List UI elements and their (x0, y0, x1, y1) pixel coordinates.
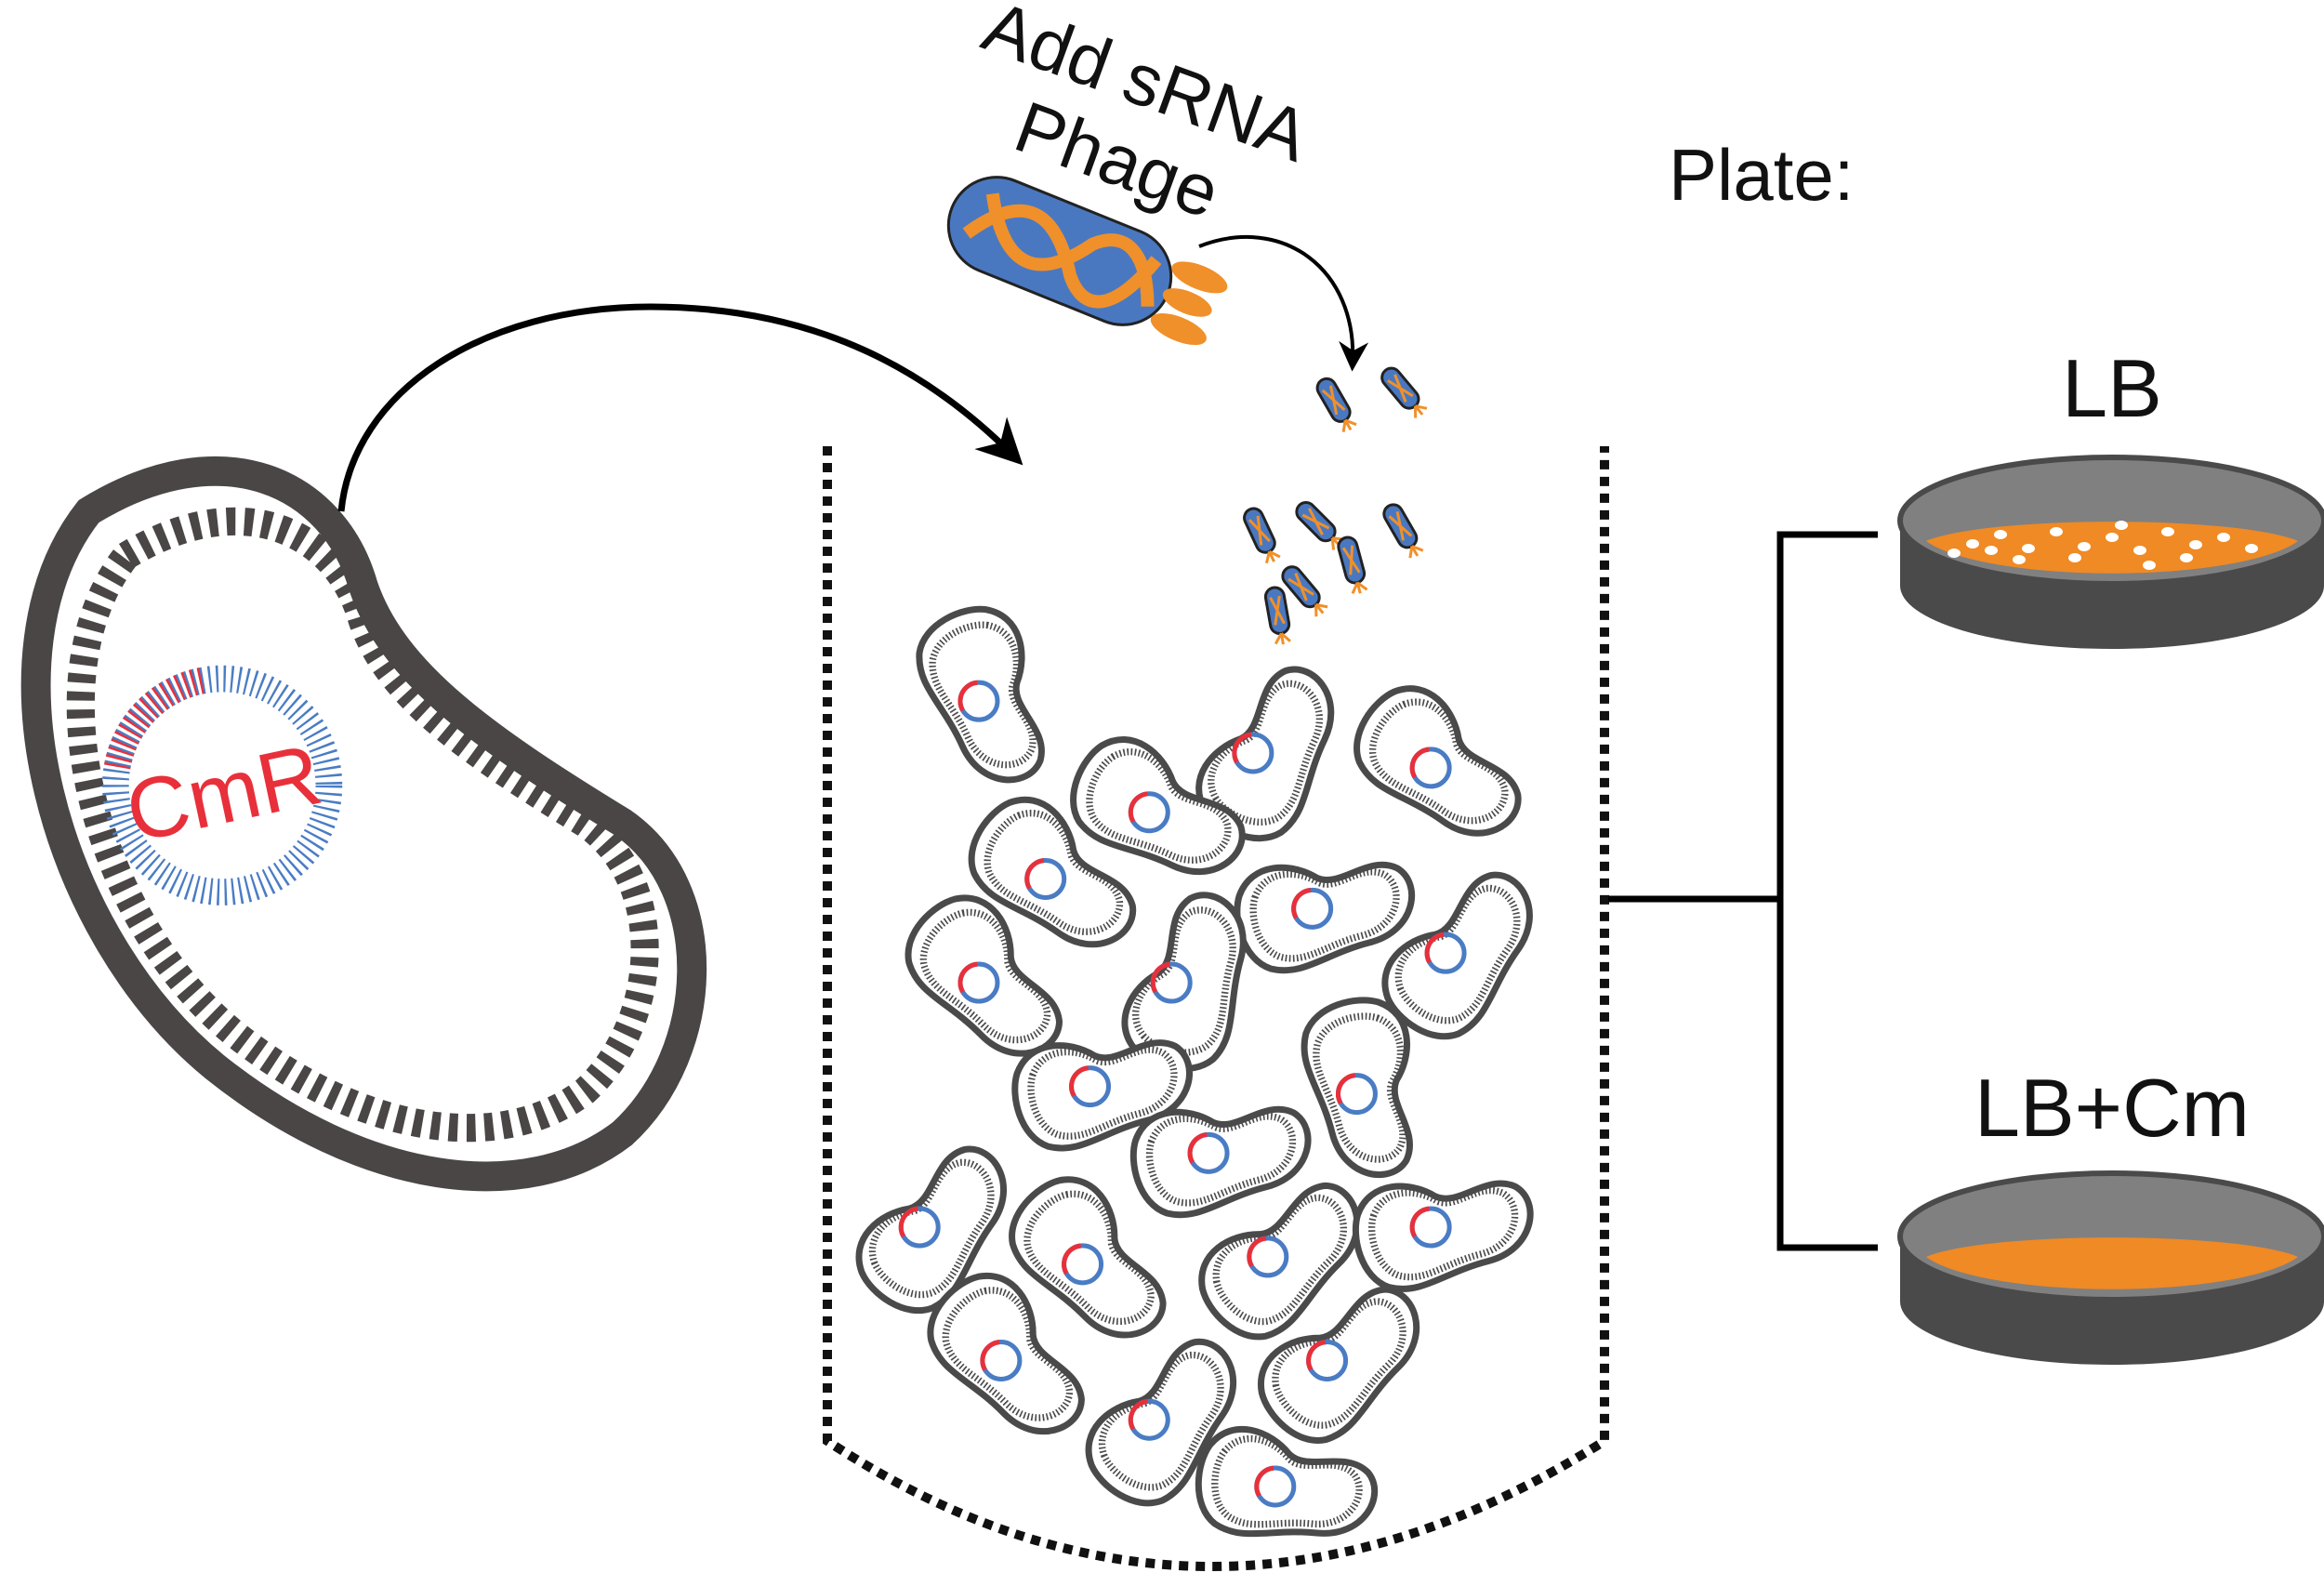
phage-icon (1315, 377, 1357, 432)
colony (2078, 542, 2091, 551)
plate-heading: Plate: (1669, 134, 1854, 216)
transfer-arrow (337, 303, 1023, 512)
bacterium-cell (1234, 861, 1415, 974)
bacteria-population (855, 605, 1534, 1538)
bacterium-cell (1381, 871, 1533, 1040)
colony (1994, 530, 2007, 539)
plasmid-icon (1254, 1465, 1297, 1508)
colony (1966, 539, 1979, 548)
lb-cm-plate (1897, 1170, 2324, 1365)
bacterium-cell (1257, 1286, 1420, 1444)
bacterium-inner-membrane (66, 507, 659, 1143)
plasmid-red-arc (101, 665, 343, 905)
phage-icon (1263, 586, 1291, 645)
bacterium-cell (968, 796, 1137, 948)
colony (2115, 521, 2128, 530)
plasmid-icon (957, 961, 1000, 1004)
plate-lb-cm-label: LB+Cm (1974, 1062, 2250, 1154)
phage-icon (1380, 366, 1428, 418)
bacterium-cell (1195, 1425, 1379, 1538)
plasmid-icon (1409, 1206, 1452, 1249)
plasmid-icon (980, 1340, 1023, 1382)
plasmid-icon (1424, 932, 1467, 974)
phage-drop-arrow (1198, 235, 1369, 372)
colony (2013, 555, 2026, 564)
colony (2133, 546, 2146, 555)
bacterium-cell (855, 1145, 1007, 1315)
bacterium-cell (1129, 1105, 1312, 1219)
colonies (1948, 521, 2258, 570)
plasmid-icon (1306, 1340, 1349, 1382)
bacterium-cell (1195, 666, 1335, 842)
large-bacterium: CmR (20, 456, 707, 1192)
plasmid-icon (1409, 747, 1452, 789)
phage-icon (1281, 565, 1328, 617)
phage-icon (1243, 507, 1281, 564)
phage-icon (1295, 500, 1345, 550)
colony (2189, 540, 2202, 549)
colony (1985, 546, 1998, 555)
bacterium-cell (916, 605, 1045, 784)
plasmid-icon (1187, 1131, 1230, 1174)
bacterium-cell (1070, 736, 1246, 876)
bacterium-cell (1352, 1180, 1534, 1292)
colony (2143, 561, 2156, 570)
colony (2180, 553, 2193, 562)
phage-icon (1382, 503, 1424, 559)
plasmid-icon (1024, 857, 1067, 900)
colony (2161, 527, 2174, 536)
plate-lb-label: LB (2062, 342, 2162, 434)
plasmid-icon (1291, 887, 1334, 930)
bacterium-cell (1085, 1338, 1237, 1507)
phage-large-icon (946, 176, 1228, 346)
bacterium-cell (1009, 1176, 1167, 1339)
plasmid-icon (1128, 1398, 1170, 1441)
plasmid-icon (1247, 1236, 1289, 1278)
culture-tube (823, 446, 1609, 1571)
plasmid-icon (898, 1206, 941, 1249)
plasmid-icon (1128, 791, 1170, 834)
plasmid-icon (1069, 1065, 1112, 1108)
plasmid-icon (1335, 1073, 1378, 1116)
plasmid-icon (1232, 732, 1274, 774)
bacterium-cell (1353, 685, 1522, 837)
colony (2106, 533, 2119, 542)
phage-icon (1337, 535, 1368, 595)
plating-bracket (1608, 531, 1878, 1251)
colony (2050, 527, 2063, 536)
lb-plate (1897, 455, 2324, 649)
plasmid-icon (1062, 1243, 1104, 1286)
plasmid-icon (957, 680, 1000, 722)
bacterium-cell (1301, 997, 1413, 1178)
colony (2245, 544, 2258, 553)
colony (2068, 553, 2081, 562)
plasmid-icon (1150, 961, 1193, 1004)
colony (2022, 544, 2035, 553)
phage-particles (1243, 366, 1428, 645)
bacterium-cell (927, 1272, 1085, 1435)
bacterium-cell (1011, 1039, 1193, 1152)
colony (2217, 533, 2230, 542)
bacterium-cell (1121, 892, 1247, 1073)
plasmid-blue-arc (101, 665, 343, 905)
colony (1948, 548, 1961, 558)
